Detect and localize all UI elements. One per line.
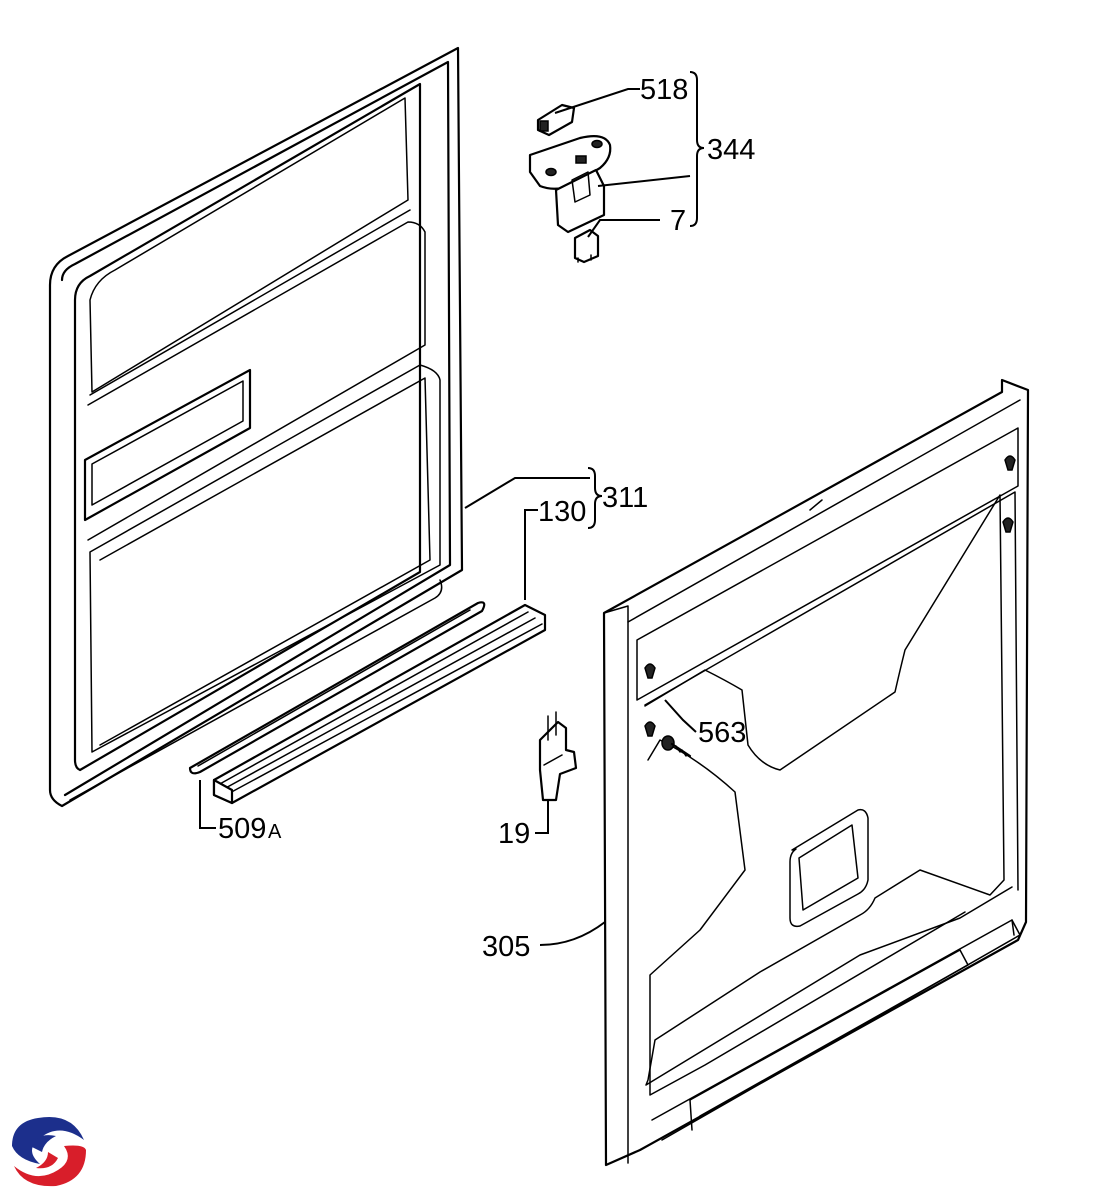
label-130: 130: [538, 496, 586, 528]
part-19-hinge-arm: [538, 711, 578, 802]
part-509a-strip: [188, 601, 486, 775]
label-305: 305: [482, 931, 530, 963]
part-518-latch-clip: [536, 103, 576, 137]
part-563-screw: [661, 735, 692, 758]
label-7: 7: [670, 205, 686, 237]
label-518: 518: [640, 74, 688, 106]
label-509-suffix: A: [268, 821, 282, 843]
part-130-gasket: [212, 603, 547, 805]
inner-door-panel: [48, 46, 464, 808]
label-563: 563: [698, 717, 746, 749]
leader-lines: [199, 71, 705, 946]
spiral-swirl-logo-icon: [12, 1116, 86, 1187]
label-311: 311: [602, 482, 648, 514]
part-7-small-block: [573, 228, 600, 264]
label-19: 19: [498, 818, 530, 850]
label-344: 344: [707, 134, 755, 166]
part-344-hinge-bracket: [528, 135, 612, 234]
label-509: 509: [218, 813, 266, 845]
outer-door-panel: [602, 378, 1030, 1167]
